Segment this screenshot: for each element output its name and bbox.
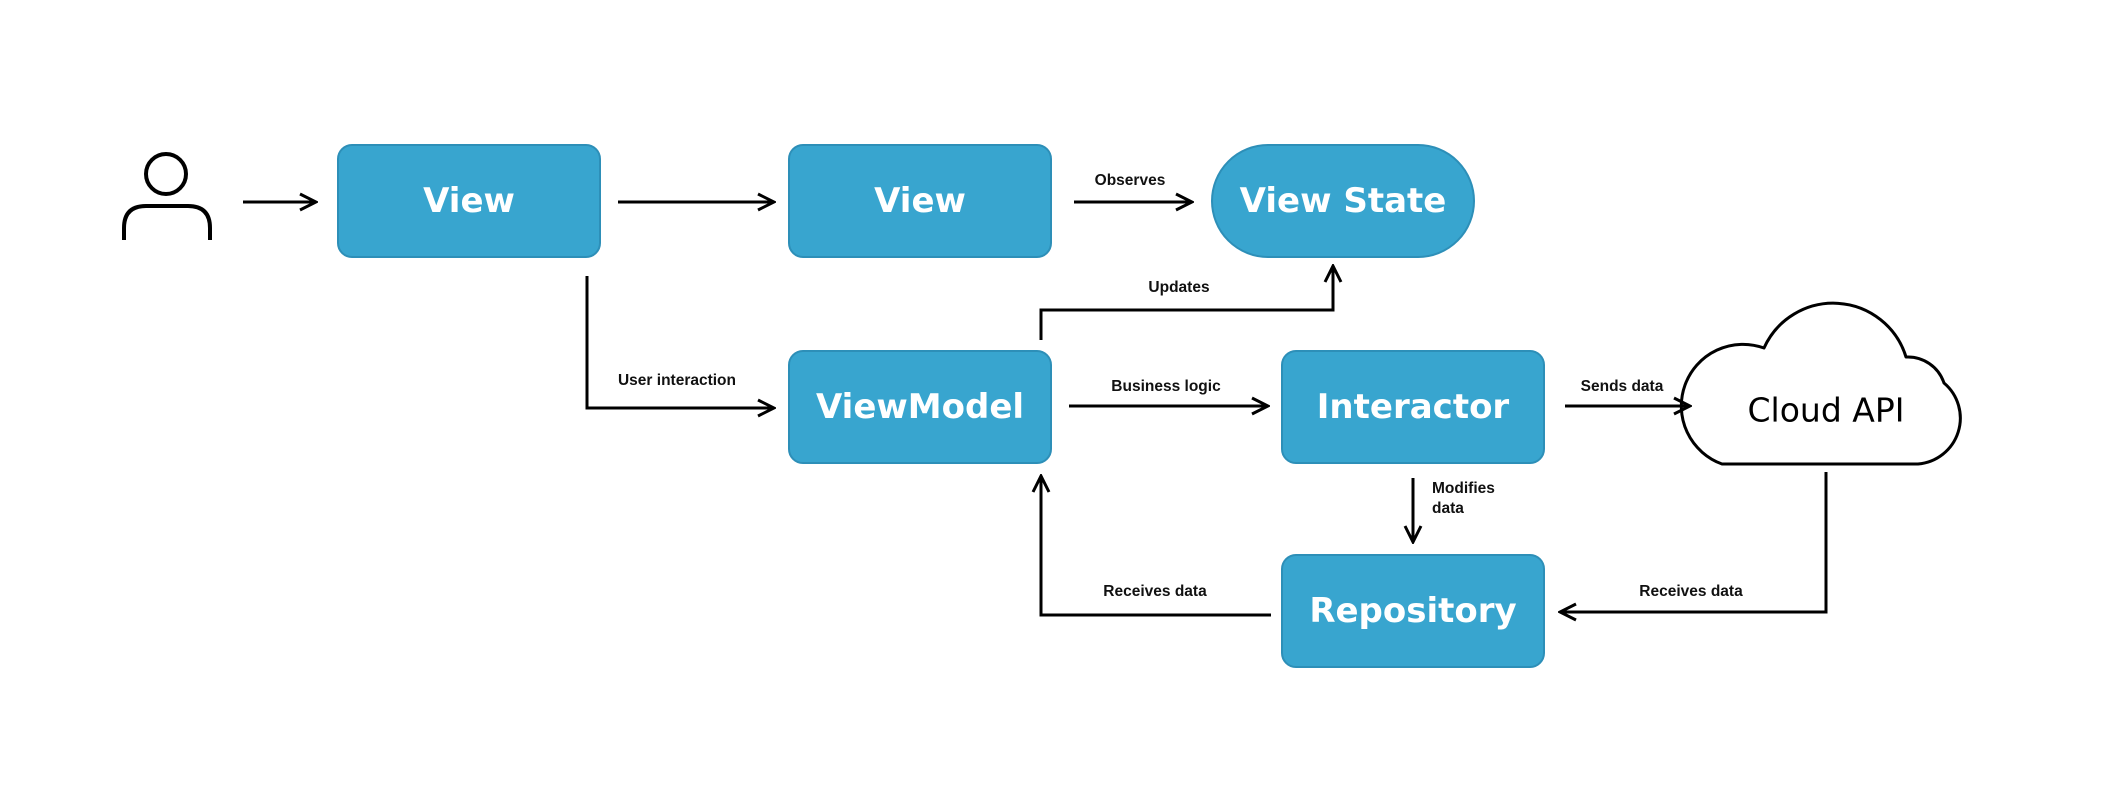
- node-repository[interactable]: Repository: [1281, 554, 1545, 668]
- edge-label-receives-data-right: Receives data: [1639, 583, 1743, 600]
- edge-label-modifies-data-line2: data: [1432, 500, 1464, 517]
- edge-label-modifies-data-line1: Modifies: [1432, 480, 1495, 497]
- node-cloud-api[interactable]: Cloud API: [1679, 301, 1962, 466]
- edge-label-sends-data: Sends data: [1581, 378, 1664, 395]
- node-view-output-label: View: [874, 181, 966, 221]
- edge-receives-data-right: [1560, 472, 1828, 612]
- node-cloud-api-label: Cloud API: [1748, 391, 1905, 430]
- edge-label-observes: Observes: [1095, 172, 1166, 189]
- edge-label-updates: Updates: [1148, 279, 1209, 296]
- node-viewmodel[interactable]: ViewModel: [788, 350, 1052, 464]
- edge-receives-data-left: [1041, 476, 1271, 617]
- node-interactor-label: Interactor: [1317, 387, 1510, 427]
- edge-updates: [1039, 266, 1333, 340]
- node-view-input-label: View: [423, 181, 515, 221]
- node-view-state[interactable]: View State: [1211, 144, 1475, 258]
- node-repository-label: Repository: [1309, 591, 1516, 631]
- node-interactor[interactable]: Interactor: [1281, 350, 1545, 464]
- cloud-icon: [1679, 301, 1962, 466]
- edge-label-business-logic: Business logic: [1111, 378, 1221, 395]
- edge-user-interaction: [585, 276, 774, 408]
- user-icon: [122, 152, 212, 240]
- node-view-input[interactable]: View: [337, 144, 601, 258]
- connectors: [243, 202, 1828, 617]
- node-viewmodel-label: ViewModel: [816, 387, 1024, 427]
- edge-label-user-interaction: User interaction: [618, 372, 736, 389]
- edge-label-receives-data-left: Receives data: [1103, 583, 1207, 600]
- node-view-state-label: View State: [1240, 181, 1447, 221]
- node-view-output[interactable]: View: [788, 144, 1052, 258]
